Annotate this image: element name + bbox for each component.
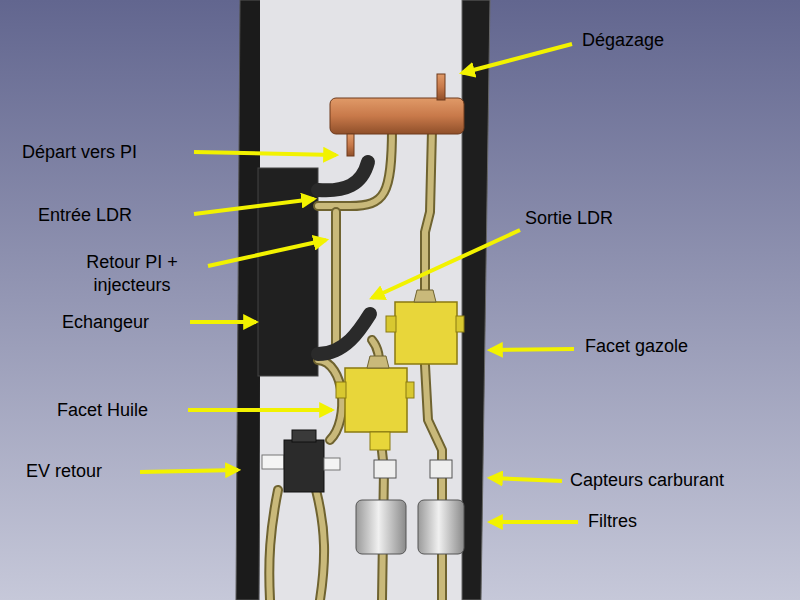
callout-label: Facet gazole — [585, 335, 688, 358]
rubber-hose — [318, 314, 370, 354]
leader-arrow — [490, 478, 562, 481]
leader-arrow — [188, 408, 332, 412]
leader-arrow — [490, 520, 578, 524]
fuel-filter — [418, 500, 464, 554]
degassing-pipe — [437, 74, 445, 100]
label-anchor: Filtres — [588, 510, 637, 533]
callout-label: Filtres — [588, 510, 637, 533]
label-anchor: Entrée LDR — [38, 204, 132, 227]
rubber-hose — [318, 162, 368, 190]
leader-arrow — [372, 230, 520, 298]
leader-group — [140, 44, 578, 522]
label-anchor: Facet Huile — [57, 399, 148, 422]
leader-arrow — [462, 44, 572, 73]
pump-ear — [456, 316, 464, 332]
pipe — [318, 128, 392, 206]
pipe — [425, 130, 432, 302]
callout-label: Capteurs carburant — [570, 469, 724, 492]
outlet-pipe — [347, 134, 354, 156]
label-anchor: Sortie LDR — [525, 207, 613, 230]
panel-right-rim — [462, 0, 490, 600]
valve-connector — [324, 458, 340, 470]
pump-nut — [367, 356, 389, 368]
callout-label: Départ vers PI — [22, 141, 137, 164]
pipe — [269, 490, 278, 600]
leader-arrow — [208, 240, 326, 266]
label-anchor: Dégazage — [582, 29, 664, 52]
label-anchor: Facet gazole — [585, 335, 688, 358]
pipe — [425, 130, 432, 302]
label-anchor: EV retour — [26, 460, 102, 483]
callout-label: Sortie LDR — [525, 207, 613, 230]
leader-arrow — [194, 152, 336, 155]
fuel-filter — [356, 500, 406, 554]
pipe — [318, 360, 342, 440]
fuel-pump — [395, 302, 457, 364]
callout-label: EV retour — [26, 460, 102, 483]
pipe — [316, 490, 324, 600]
label-anchor: Echangeur — [62, 311, 149, 334]
pump-ear — [336, 382, 346, 398]
leader-arrow — [140, 470, 238, 472]
pipe — [318, 128, 392, 206]
callout-label: Echangeur — [62, 311, 149, 334]
pipe — [425, 365, 442, 600]
fuel-sensor — [430, 460, 452, 478]
label-anchor: Capteurs carburant — [570, 469, 724, 492]
oil-pump — [345, 368, 407, 432]
callout-label: Retour PI + injecteurs — [66, 251, 198, 297]
solenoid-valve — [284, 440, 324, 492]
pump-outlet — [370, 432, 390, 450]
valve-connector — [262, 455, 284, 469]
pump-ear — [386, 316, 396, 332]
pipe — [316, 490, 324, 600]
leader-arrow — [194, 199, 314, 214]
pipe — [331, 212, 341, 352]
label-anchor: Retour PI + injecteurs — [66, 251, 198, 297]
degassing-tank — [330, 98, 464, 134]
fuel-sensor — [374, 460, 396, 478]
pump-nut — [414, 290, 436, 302]
pipe — [333, 212, 339, 352]
callout-label: Facet Huile — [57, 399, 148, 422]
leader-arrow — [190, 320, 256, 324]
label-anchor: Départ vers PI — [22, 141, 137, 164]
valve-top — [292, 430, 316, 442]
pipe — [318, 360, 342, 440]
callout-label: Dégazage — [582, 29, 664, 52]
pump-ear — [406, 382, 414, 398]
pipe — [425, 365, 442, 600]
callout-label: Entrée LDR — [38, 204, 132, 227]
pipe — [269, 490, 278, 600]
leader-arrow — [490, 349, 574, 350]
